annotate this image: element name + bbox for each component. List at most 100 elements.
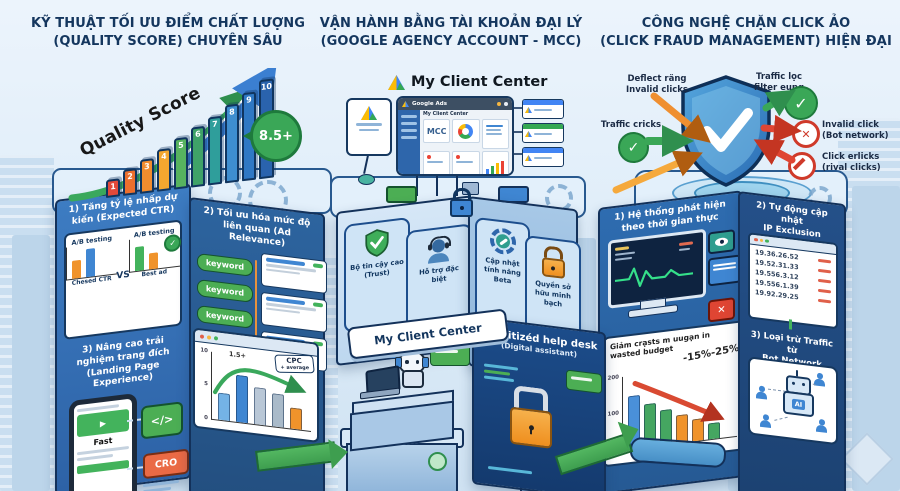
mcc-header-label: My Client Center <box>411 74 548 90</box>
cpc-badge-line: + average <box>280 364 310 372</box>
keyhole <box>528 424 534 431</box>
mini-bar <box>495 163 499 174</box>
ctr-chart-after: A/B testing Best ad ✓ <box>128 226 182 280</box>
title-line: (GOOGLE AGENCY ACCOUNT - MCC) <box>320 34 582 50</box>
quality-bar: 7 <box>207 115 222 186</box>
google-ads-logo-icon <box>525 131 532 137</box>
headset-pad <box>428 244 432 251</box>
landing-page-graphic: ▶ Fast </> CRO <box>57 383 189 491</box>
mini-bar <box>490 166 494 174</box>
placeholder-line <box>485 133 503 135</box>
window-content: My Client Center MCC <box>420 110 512 174</box>
connector-line <box>789 319 792 330</box>
window-body: My Client Center MCC <box>398 110 512 174</box>
trust-badge: Bộ tin cậy cao (Trust) <box>344 216 410 334</box>
screen-line <box>679 247 690 252</box>
axis-tick: 10 <box>200 347 208 355</box>
placeholder-line <box>485 125 504 127</box>
lock-body <box>541 257 565 279</box>
protection-shield <box>681 75 771 187</box>
cpc-trend-arrow <box>213 368 307 395</box>
donut-hole <box>462 127 470 135</box>
rival-click-label: Click erlicks (rival clicks) <box>822 152 898 173</box>
ecg-line <box>615 267 693 287</box>
lock-body <box>510 406 552 449</box>
google-ads-logo-icon <box>361 106 377 120</box>
keyhole <box>459 206 464 210</box>
block-x-icon: ✕ <box>708 297 735 323</box>
axis-tick: 200 <box>607 374 619 382</box>
window-dot <box>765 239 769 243</box>
lock-shackle <box>452 188 471 199</box>
monitor-base <box>628 304 678 319</box>
window-dot <box>200 333 204 339</box>
client-window-header <box>523 148 563 153</box>
gear-wrench-icon <box>489 226 516 256</box>
placeholder-line <box>456 161 473 163</box>
bar-chart-card <box>481 151 509 174</box>
monitor-screen <box>608 228 706 309</box>
placeholder-line <box>427 161 444 163</box>
label-line: Deflect räng <box>627 74 687 84</box>
robot-body: AI <box>783 390 814 418</box>
title-line: (CLICK FRAUD MANAGEMENT) HIỆN ĐẠI <box>600 34 892 50</box>
keyhole <box>551 265 555 271</box>
client-window-body <box>523 129 563 139</box>
mcc-header: My Client Center <box>388 74 547 90</box>
flow-arrowhead <box>328 437 350 469</box>
ad-status <box>313 302 323 308</box>
client-window-body <box>523 105 563 115</box>
list-icon <box>708 254 741 287</box>
robot-eye <box>802 382 805 387</box>
window-dot <box>497 102 501 106</box>
quality-bar: 4 <box>156 148 171 192</box>
ctr-chart-before: A/B testing Chesed CTR <box>66 234 118 288</box>
client-account-card <box>346 98 392 156</box>
label-line: Traffic lọc <box>755 72 803 82</box>
eye-pupil <box>719 239 724 245</box>
wire <box>436 172 438 196</box>
dashboard-grid: MCC <box>423 119 509 174</box>
chat-line <box>435 350 458 353</box>
client-window <box>522 99 564 119</box>
deflect-label: Deflect räng Invalid clicks <box>612 74 702 95</box>
chat-bubble-green <box>430 344 470 366</box>
google-ads-logo-icon <box>525 155 532 161</box>
quality-bar: 8 <box>224 103 239 184</box>
robot-eye <box>792 381 795 385</box>
placeholder-line <box>77 453 114 462</box>
report-card <box>423 151 451 174</box>
label-line: filter eung <box>753 82 805 93</box>
budget-chart-card: Giảm crạsts m uugạn in wasted budget -15… <box>603 319 747 468</box>
trust-badge-label: Bộ tin cậy cao (Trust) <box>350 257 404 280</box>
wire <box>416 172 418 196</box>
mini-bar <box>148 252 158 270</box>
window-sidebar <box>398 110 420 174</box>
support-agent-icon <box>426 234 452 264</box>
quality-bar: 6 <box>190 125 205 188</box>
headset-pad <box>422 357 429 368</box>
decor-line <box>484 369 510 376</box>
report-card <box>452 151 480 174</box>
label-line: Invalid clicks <box>626 84 688 95</box>
client-window <box>522 147 564 167</box>
ad-mockup <box>261 291 327 334</box>
label-line: (rival clicks) <box>822 162 881 173</box>
client-window-body <box>523 153 563 163</box>
label-line: Click erlicks <box>822 152 880 162</box>
invalid-click-label: Invalid click (Bot network) <box>822 120 898 141</box>
user-icon <box>760 414 771 428</box>
status-dot <box>427 155 431 159</box>
score-badge: 8.5+ <box>243 110 302 162</box>
mini-bar <box>134 246 144 272</box>
middle-column-title: VẬN HÀNH BẰNG TÀI KHOẢN ĐẠI LÝ (GOOGLE A… <box>308 15 594 51</box>
status-dot <box>456 155 461 159</box>
placeholder-line <box>359 128 379 131</box>
ownership-badge-label: Quyền sở hữu minh bạch <box>535 279 571 309</box>
window-title: Google Ads <box>412 101 448 107</box>
